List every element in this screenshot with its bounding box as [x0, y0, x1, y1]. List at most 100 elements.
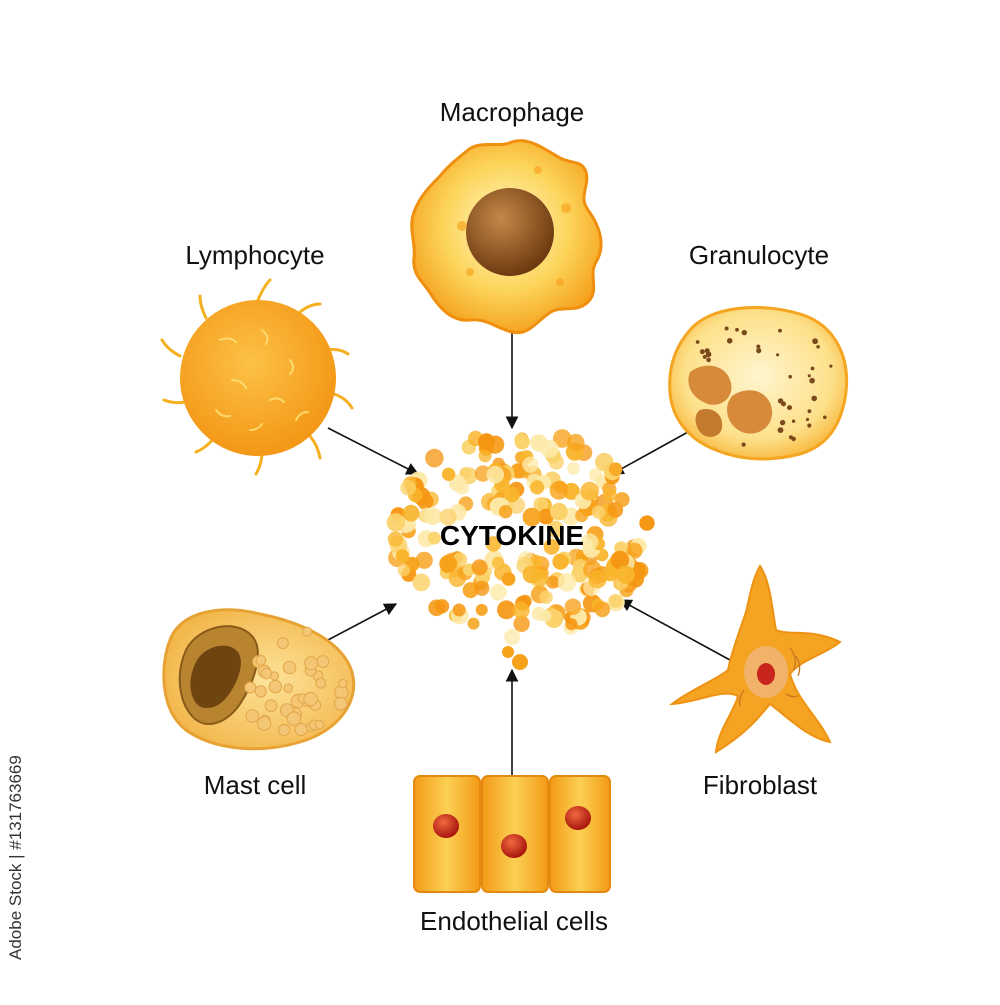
- granule: [807, 423, 812, 428]
- cytokine-particle: [567, 462, 580, 475]
- cytokine-particle: [485, 536, 502, 552]
- cytokine-particle: [588, 570, 607, 589]
- cytokine-particle: [552, 553, 569, 570]
- granule: [316, 655, 330, 668]
- cytokine-particle: [467, 617, 480, 630]
- granule: [777, 427, 784, 433]
- granule: [255, 655, 267, 666]
- granule: [260, 667, 272, 680]
- cytokine-particle: [400, 480, 416, 496]
- cytokine-particle: [477, 433, 496, 451]
- granule: [286, 711, 302, 726]
- cytokine-particle: [565, 618, 578, 631]
- cytokine-particle: [412, 573, 431, 592]
- cytokine-particle: [567, 433, 585, 452]
- cytokine-particle: [595, 452, 614, 472]
- cytokine-particle: [609, 594, 623, 608]
- label-lymphocyte: Lymphocyte: [185, 240, 325, 270]
- cytokine-particle: [512, 601, 530, 619]
- cytokine-particle: [522, 507, 542, 527]
- granule: [303, 691, 318, 707]
- mast-cell: [162, 608, 356, 751]
- granule: [816, 345, 820, 349]
- cytokine-particle: [594, 601, 611, 618]
- arrow-lymphocyte: [327, 427, 420, 475]
- granule: [741, 329, 747, 336]
- cytokine-particle: [610, 550, 630, 570]
- granule: [333, 696, 348, 711]
- granule: [811, 395, 817, 402]
- cytokine-particle: [557, 573, 577, 592]
- cytokine-particle: [547, 520, 564, 538]
- granule: [314, 720, 325, 730]
- granule: [304, 656, 319, 671]
- granule: [254, 685, 267, 698]
- endothelial-cells: [413, 775, 611, 893]
- cytokine-particle: [591, 505, 606, 519]
- cytokine-particle: [580, 481, 600, 501]
- granule: [702, 354, 707, 359]
- cytokine-particle: [478, 449, 492, 463]
- cytokine-particle: [492, 556, 505, 569]
- cytokine-particle: [502, 646, 514, 658]
- cytokine-particle: [439, 508, 457, 526]
- cytokine-particle: [530, 480, 545, 495]
- cytokine-particle: [455, 481, 470, 495]
- granule: [812, 338, 818, 345]
- cytokine-particle: [434, 599, 450, 614]
- cytokine-particle: [498, 505, 513, 519]
- cytokine-particle: [397, 564, 410, 577]
- granule: [756, 348, 762, 354]
- granule: [706, 357, 711, 363]
- cytokine-particle: [387, 531, 404, 547]
- label-macrophage: Macrophage: [439, 97, 585, 127]
- cytokine-particle: [575, 508, 589, 523]
- granule: [778, 328, 782, 333]
- cytokine-particle: [512, 654, 528, 670]
- cytokine-particle: [539, 609, 552, 622]
- lymphocyte-cell: [160, 278, 354, 476]
- granule: [277, 637, 289, 650]
- cytokine-particle: [550, 502, 568, 521]
- cytokine-particle: [608, 462, 623, 477]
- label-endothelial-cells: Endothelial cells: [420, 906, 608, 936]
- granule: [807, 374, 811, 378]
- cytokine-particle: [581, 533, 599, 551]
- cytokine-particle: [614, 492, 630, 508]
- cytokine-particle: [439, 554, 458, 573]
- arrow-granulocyte: [610, 431, 689, 475]
- cytokine-particle: [564, 598, 582, 616]
- cytokine-particle: [475, 603, 488, 616]
- granule: [268, 679, 283, 694]
- granule: [781, 401, 786, 407]
- macrophage-cell: [410, 139, 603, 335]
- granule: [787, 405, 792, 411]
- cytokine-particle: [415, 551, 433, 569]
- granule: [695, 340, 700, 344]
- cytokine-particle: [530, 568, 549, 587]
- cytokine-particle: [474, 580, 490, 596]
- cytokine-particle: [543, 538, 560, 555]
- cytokine-particle: [425, 448, 444, 468]
- granule: [315, 677, 327, 689]
- granule: [724, 326, 729, 331]
- label-granulocyte: Granulocyte: [688, 240, 830, 270]
- cytokine-particle: [486, 465, 505, 484]
- fibroblast-cell: [668, 564, 842, 754]
- granule: [807, 409, 812, 414]
- cytokine-particle: [504, 628, 521, 646]
- cytokine-cloud: [386, 429, 655, 670]
- stock-id-text: Adobe Stock | #131763669: [6, 755, 25, 960]
- label-mast-cell: Mast cell: [203, 770, 307, 800]
- granule: [244, 681, 257, 694]
- cytokine-particle: [441, 467, 456, 481]
- cytokine-particle: [497, 600, 516, 620]
- granule: [791, 436, 796, 442]
- arrows: [327, 320, 731, 776]
- cytokine-particle: [419, 507, 435, 523]
- granule: [791, 419, 796, 423]
- granule: [338, 678, 348, 689]
- cytokine-particle: [402, 504, 420, 522]
- cytokine-particle: [616, 565, 635, 584]
